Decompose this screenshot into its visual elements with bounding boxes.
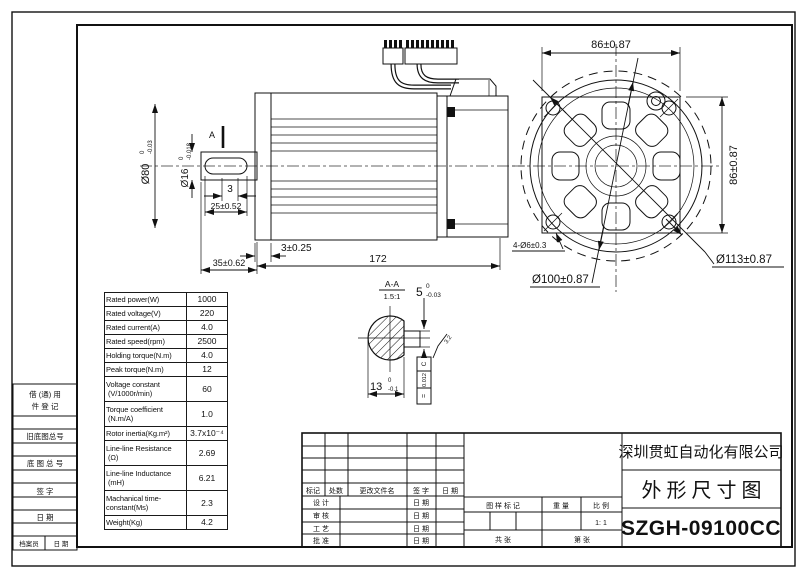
- side-view-dimensions: Ø80 0 -0.03 Ø16 0 -0.018 3 25±0.52 35: [140, 104, 501, 274]
- spec-row: Rated power(W)1000: [104, 292, 228, 307]
- svg-text:-0.03: -0.03: [148, 140, 154, 154]
- svg-text:签 字: 签 字: [413, 486, 429, 495]
- svg-text:Ø16: Ø16: [180, 168, 191, 187]
- spec-row: Rated speed(rpm)2500: [104, 334, 228, 349]
- svg-text:日 期: 日 期: [413, 537, 429, 545]
- svg-text:批 准: 批 准: [313, 536, 329, 545]
- specs-table: Rated power(W)1000 Rated voltage(V)220 R…: [104, 292, 228, 530]
- mounting-holes: [543, 91, 679, 232]
- clip-bottom: [447, 219, 455, 229]
- svg-text:比 例: 比 例: [593, 501, 609, 510]
- svg-text:3.2: 3.2: [444, 334, 454, 345]
- tolerance-frame: C 0.012 =: [416, 356, 432, 405]
- roughness-icon: 3.2: [432, 333, 454, 359]
- svg-text:日 期: 日 期: [413, 525, 429, 533]
- spec-row: Holding torque(N.m)4.0: [104, 348, 228, 363]
- svg-text:件 登 记: 件 登 记: [32, 401, 59, 411]
- svg-text:Ø80: Ø80: [140, 164, 152, 185]
- svg-text:C: C: [421, 361, 428, 366]
- svg-text:5: 5: [416, 285, 423, 299]
- front-view-dimensions: 86±0.87 86±0.87 4-Ø6±0.3 Ø100±0.87 Ø113±…: [512, 39, 784, 288]
- comb-connector: [382, 40, 458, 65]
- spec-row: Line-line Inductance (mH)6.21: [104, 465, 228, 491]
- date-label: 日 期: [36, 513, 53, 522]
- svg-text:0: 0: [426, 283, 430, 290]
- model-number: SZGH-09100CC: [621, 517, 781, 540]
- archivist-label: 档案员: [19, 539, 39, 548]
- svg-text:86±0.87: 86±0.87: [728, 145, 740, 185]
- title-block: 标记 处数 更改文件名 签 字 日 期 设 计 审 核 工 艺 批 准 日 期 …: [301, 432, 784, 548]
- motor-fins: [271, 118, 437, 214]
- svg-text:0: 0: [179, 156, 185, 160]
- spec-row: Peak torque(N.m)12: [104, 362, 228, 377]
- svg-text:25±0.52: 25±0.52: [211, 201, 242, 211]
- svg-text:35±0.62: 35±0.62: [213, 258, 245, 268]
- spec-row: Line-line Resistance (Ω)2.69: [104, 440, 228, 466]
- svg-text:Ø113±0.87: Ø113±0.87: [716, 254, 772, 266]
- spec-row: Torque coefficient (N.m/A)1.0: [104, 401, 228, 427]
- old-base-no-label: 旧底图总号: [26, 431, 64, 441]
- svg-text:4-Ø6±0.3: 4-Ø6±0.3: [513, 241, 547, 250]
- approval-table: [302, 496, 464, 547]
- svg-text:日 期: 日 期: [413, 512, 429, 520]
- svg-text:0: 0: [388, 378, 392, 384]
- motor-side-view: A Ø80 0 -0.03 Ø16 0 -0.018 3 25: [140, 40, 525, 274]
- svg-text:工 艺: 工 艺: [313, 525, 329, 533]
- svg-text:-0.03: -0.03: [426, 292, 441, 299]
- signature-label: 签 字: [36, 486, 53, 496]
- svg-text:日 期: 日 期: [442, 487, 458, 495]
- svg-text:1.5:1: 1.5:1: [384, 292, 401, 301]
- svg-text:3: 3: [227, 184, 233, 195]
- spec-row: Rated voltage(V)220: [104, 306, 228, 321]
- connector-housing: [449, 78, 497, 97]
- svg-text:共 张: 共 张: [495, 535, 511, 544]
- clip-top: [447, 107, 455, 117]
- company-name: 深圳贯虹自动化有限公司: [618, 444, 783, 461]
- svg-text:0: 0: [140, 150, 146, 154]
- title-section: [622, 469, 781, 509]
- left-registration-strip: 借 (通) 用 件 登 记 旧底图总号 底 图 总 号 签 字 日 期 档案员 …: [12, 383, 78, 551]
- svg-text:A-A: A-A: [385, 279, 400, 289]
- spec-row: Rotor inertia(Kg.m²)3.7x10⁻⁴: [104, 426, 228, 441]
- motor-cables: [390, 63, 459, 90]
- svg-text:处数: 处数: [329, 486, 343, 495]
- section-view-a-a: A-A 1.5:1 5 0 -0.03 13 0 -0.1 3.2: [358, 279, 454, 405]
- svg-text:设 计: 设 计: [313, 498, 329, 507]
- fan-cutouts: [551, 101, 681, 231]
- svg-text:第 张: 第 张: [574, 535, 590, 544]
- svg-text:172: 172: [369, 253, 387, 265]
- spec-row: Machanical time- constant(Ms)2.3: [104, 490, 228, 516]
- spec-row: Voltage constant (V/1000r/min)60: [104, 376, 228, 402]
- svg-text:标记: 标记: [306, 486, 320, 495]
- spec-row: Weight(Kg)4.2: [104, 515, 228, 530]
- svg-text:3±0.25: 3±0.25: [281, 243, 312, 254]
- svg-text:重 量: 重 量: [553, 502, 569, 510]
- borrowed-parts-label: 借 (通) 用: [29, 389, 61, 399]
- svg-text:-0.018: -0.018: [187, 142, 193, 160]
- motor-front-view: 86±0.87 86±0.87 4-Ø6±0.3 Ø100±0.87 Ø113±…: [512, 39, 784, 292]
- svg-text:13: 13: [370, 381, 382, 393]
- drawing-title: 外形尺寸图: [642, 479, 767, 502]
- svg-text:日 期: 日 期: [413, 499, 429, 507]
- svg-text:86±0.87: 86±0.87: [591, 39, 631, 51]
- revision-table: [302, 433, 465, 547]
- svg-text:更改文件名: 更改文件名: [360, 486, 395, 495]
- svg-text:=: =: [421, 394, 428, 398]
- stamp-section: [464, 433, 623, 547]
- svg-text:日 期: 日 期: [54, 540, 69, 548]
- svg-text:-0.1: -0.1: [388, 387, 399, 393]
- svg-text:图 样 标 记: 图 样 标 记: [486, 501, 520, 510]
- section-mark-a: A: [209, 130, 215, 140]
- svg-text:审 核: 审 核: [313, 511, 329, 520]
- scale-value: 1: 1: [595, 520, 607, 527]
- spec-row: Rated current(A)4.0: [104, 320, 228, 335]
- svg-text:0.012: 0.012: [422, 373, 428, 387]
- svg-text:Ø100±0.87: Ø100±0.87: [532, 274, 589, 286]
- base-no-label: 底 图 总 号: [27, 458, 63, 468]
